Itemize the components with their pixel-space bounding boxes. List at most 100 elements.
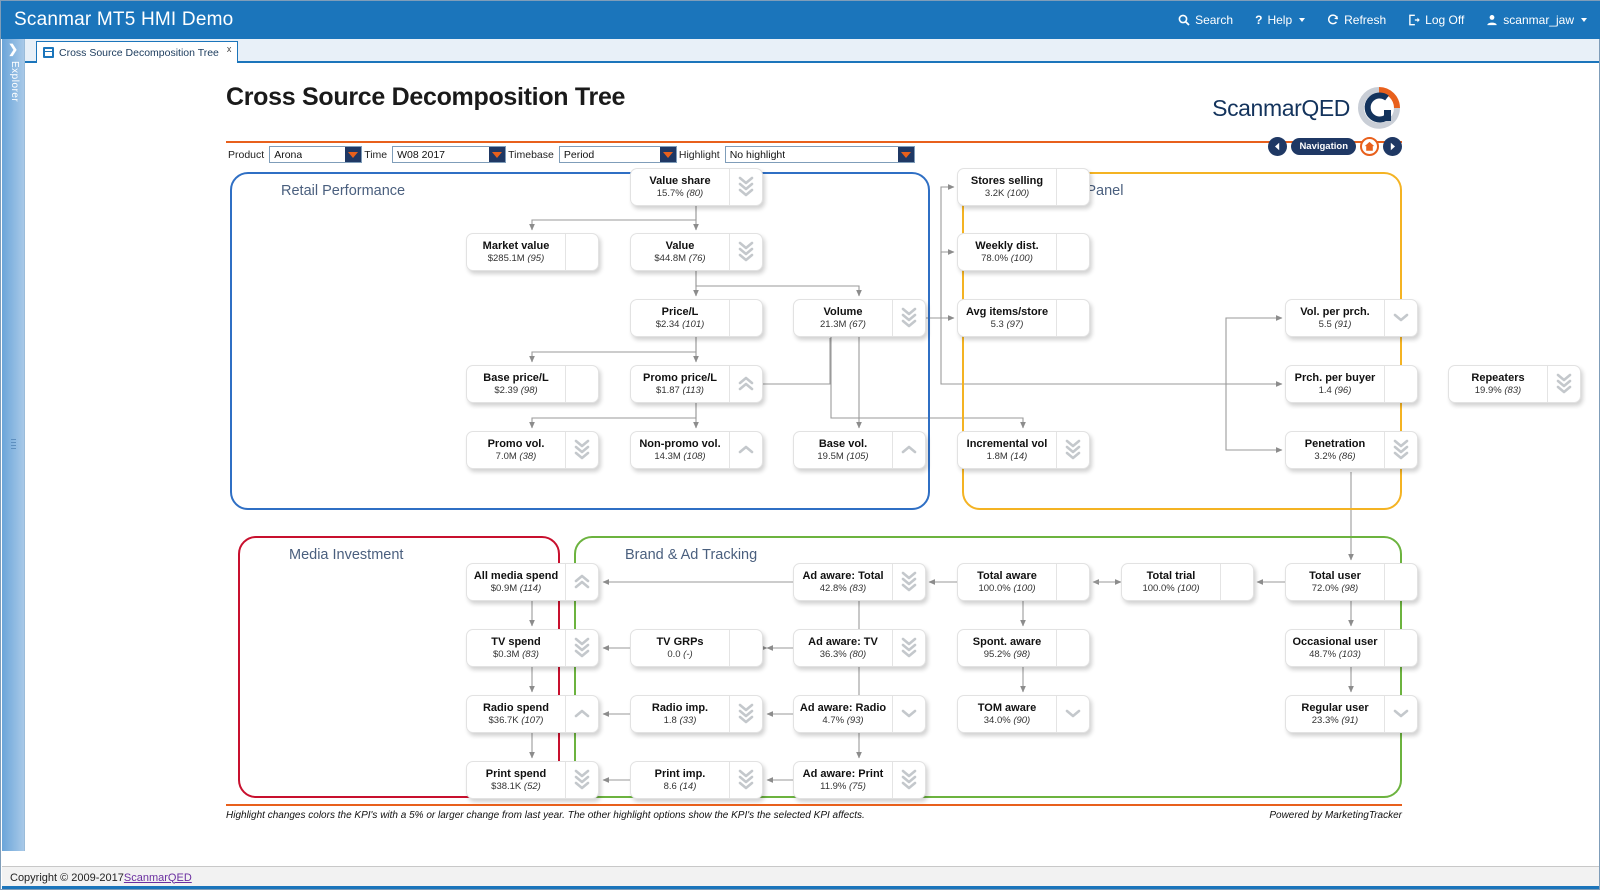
kpi-trend-indicator[interactable] — [1384, 630, 1417, 666]
user-menu[interactable]: scanmar_jaw — [1486, 13, 1587, 27]
home-button[interactable] — [1360, 137, 1379, 156]
kpi-node-tv-spend[interactable]: TV spend$0.3M (83) — [466, 629, 599, 667]
kpi-value: $38.1K (52) — [491, 781, 541, 792]
kpi-trend-indicator[interactable] — [892, 696, 925, 732]
kpi-node-non-promo-vol[interactable]: Non-promo vol.14.3M (108) — [630, 431, 763, 469]
kpi-node-vol-per-prch[interactable]: Vol. per prch.5.5 (91) — [1285, 299, 1418, 337]
kpi-trend-indicator[interactable] — [1056, 696, 1089, 732]
kpi-node-base-price-l[interactable]: Base price/L$2.39 (98) — [466, 365, 599, 403]
scanmarqed-link[interactable]: ScanmarQED — [123, 871, 192, 884]
kpi-node-promo-vol[interactable]: Promo vol.7.0M (38) — [466, 431, 599, 469]
timebase-select[interactable]: Period — [558, 146, 677, 163]
help-menu[interactable]: ? Help — [1255, 13, 1306, 27]
kpi-node-base-vol[interactable]: Base vol.19.5M (105) — [793, 431, 926, 469]
kpi-trend-indicator[interactable] — [1056, 169, 1089, 205]
nav-previous-button[interactable] — [1268, 137, 1288, 156]
kpi-trend-indicator[interactable] — [565, 564, 598, 600]
chevron-down-icon[interactable] — [659, 147, 676, 162]
kpi-trend-indicator[interactable] — [892, 630, 925, 666]
kpi-trend-indicator[interactable] — [1220, 564, 1253, 600]
kpi-trend-indicator[interactable] — [729, 366, 762, 402]
chevron-down-icon[interactable] — [897, 147, 914, 162]
kpi-node-value[interactable]: Value$44.8M (76) — [630, 233, 763, 271]
kpi-trend-indicator[interactable] — [1056, 300, 1089, 336]
expand-chevron-icon[interactable]: ❯ — [7, 42, 19, 56]
kpi-node-body: Price/L$2.34 (101) — [631, 300, 729, 336]
kpi-trend-indicator[interactable] — [1384, 432, 1417, 468]
kpi-trend-indicator[interactable] — [1384, 696, 1417, 732]
sidebar-resize-grip[interactable] — [11, 439, 16, 451]
kpi-node-all-media-spend[interactable]: All media spend$0.9M (114) — [466, 563, 599, 601]
kpi-trend-indicator[interactable] — [1056, 432, 1089, 468]
kpi-value: $285.1M (95) — [487, 253, 545, 264]
kpi-node-promo-price-l[interactable]: Promo price/L$1.87 (113) — [630, 365, 763, 403]
kpi-trend-indicator[interactable] — [892, 762, 925, 798]
kpi-trend-indicator[interactable] — [565, 630, 598, 666]
kpi-node-market-value[interactable]: Market value$285.1M (95) — [466, 233, 599, 271]
kpi-trend-indicator[interactable] — [892, 564, 925, 600]
kpi-trend-indicator[interactable] — [729, 630, 762, 666]
chevron-down-icon[interactable] — [345, 147, 362, 162]
search-button[interactable]: Search — [1178, 13, 1233, 27]
logoff-button[interactable]: Log Off — [1408, 13, 1464, 27]
product-select[interactable]: Arona — [269, 146, 363, 163]
highlight-select[interactable]: No highlight — [724, 146, 915, 163]
kpi-trend-indicator[interactable] — [729, 234, 762, 270]
kpi-trend-indicator[interactable] — [1384, 564, 1417, 600]
nav-next-button[interactable] — [1383, 137, 1402, 156]
kpi-trend-indicator[interactable] — [729, 300, 762, 336]
kpi-trend-indicator[interactable] — [1547, 366, 1580, 402]
kpi-trend-indicator[interactable] — [1056, 234, 1089, 270]
time-select[interactable]: W08 2017 — [392, 146, 507, 163]
explorer-sidebar[interactable]: ❯ Explorer — [2, 39, 25, 851]
time-label: Time — [364, 148, 388, 161]
kpi-node-print-imp[interactable]: Print imp.8.6 (14) — [630, 761, 763, 799]
kpi-node-print-spend[interactable]: Print spend$38.1K (52) — [466, 761, 599, 799]
kpi-trend-indicator[interactable] — [729, 169, 762, 205]
kpi-trend-indicator[interactable] — [565, 762, 598, 798]
kpi-trend-indicator[interactable] — [729, 762, 762, 798]
kpi-trend-indicator[interactable] — [1056, 630, 1089, 666]
kpi-trend-indicator[interactable] — [1384, 366, 1417, 402]
kpi-node-weekly-dist[interactable]: Weekly dist.78.0% (100) — [957, 233, 1090, 271]
kpi-trend-indicator[interactable] — [729, 432, 762, 468]
kpi-trend-indicator[interactable] — [565, 432, 598, 468]
kpi-trend-indicator[interactable] — [892, 432, 925, 468]
kpi-trend-indicator[interactable] — [1056, 564, 1089, 600]
tab-cross-source-decomposition-tree[interactable]: Cross Source Decomposition Tree x — [36, 41, 239, 63]
kpi-trend-indicator[interactable] — [565, 366, 598, 402]
close-icon[interactable]: x — [226, 43, 232, 54]
kpi-trend-indicator[interactable] — [729, 696, 762, 732]
kpi-node-price-l[interactable]: Price/L$2.34 (101) — [630, 299, 763, 337]
kpi-trend-indicator[interactable] — [892, 300, 925, 336]
chevron-down-icon[interactable] — [489, 147, 506, 162]
navigation-label[interactable]: Navigation — [1291, 138, 1356, 155]
kpi-trend-indicator[interactable] — [565, 696, 598, 732]
kpi-node-radio-spend[interactable]: Radio spend$36.7K (107) — [466, 695, 599, 733]
kpi-trend-indicator[interactable] — [565, 234, 598, 270]
refresh-button[interactable]: Refresh — [1327, 13, 1386, 27]
kpi-trend-indicator[interactable] — [1384, 300, 1417, 336]
kpi-node-radio-imp[interactable]: Radio imp.1.8 (33) — [630, 695, 763, 733]
